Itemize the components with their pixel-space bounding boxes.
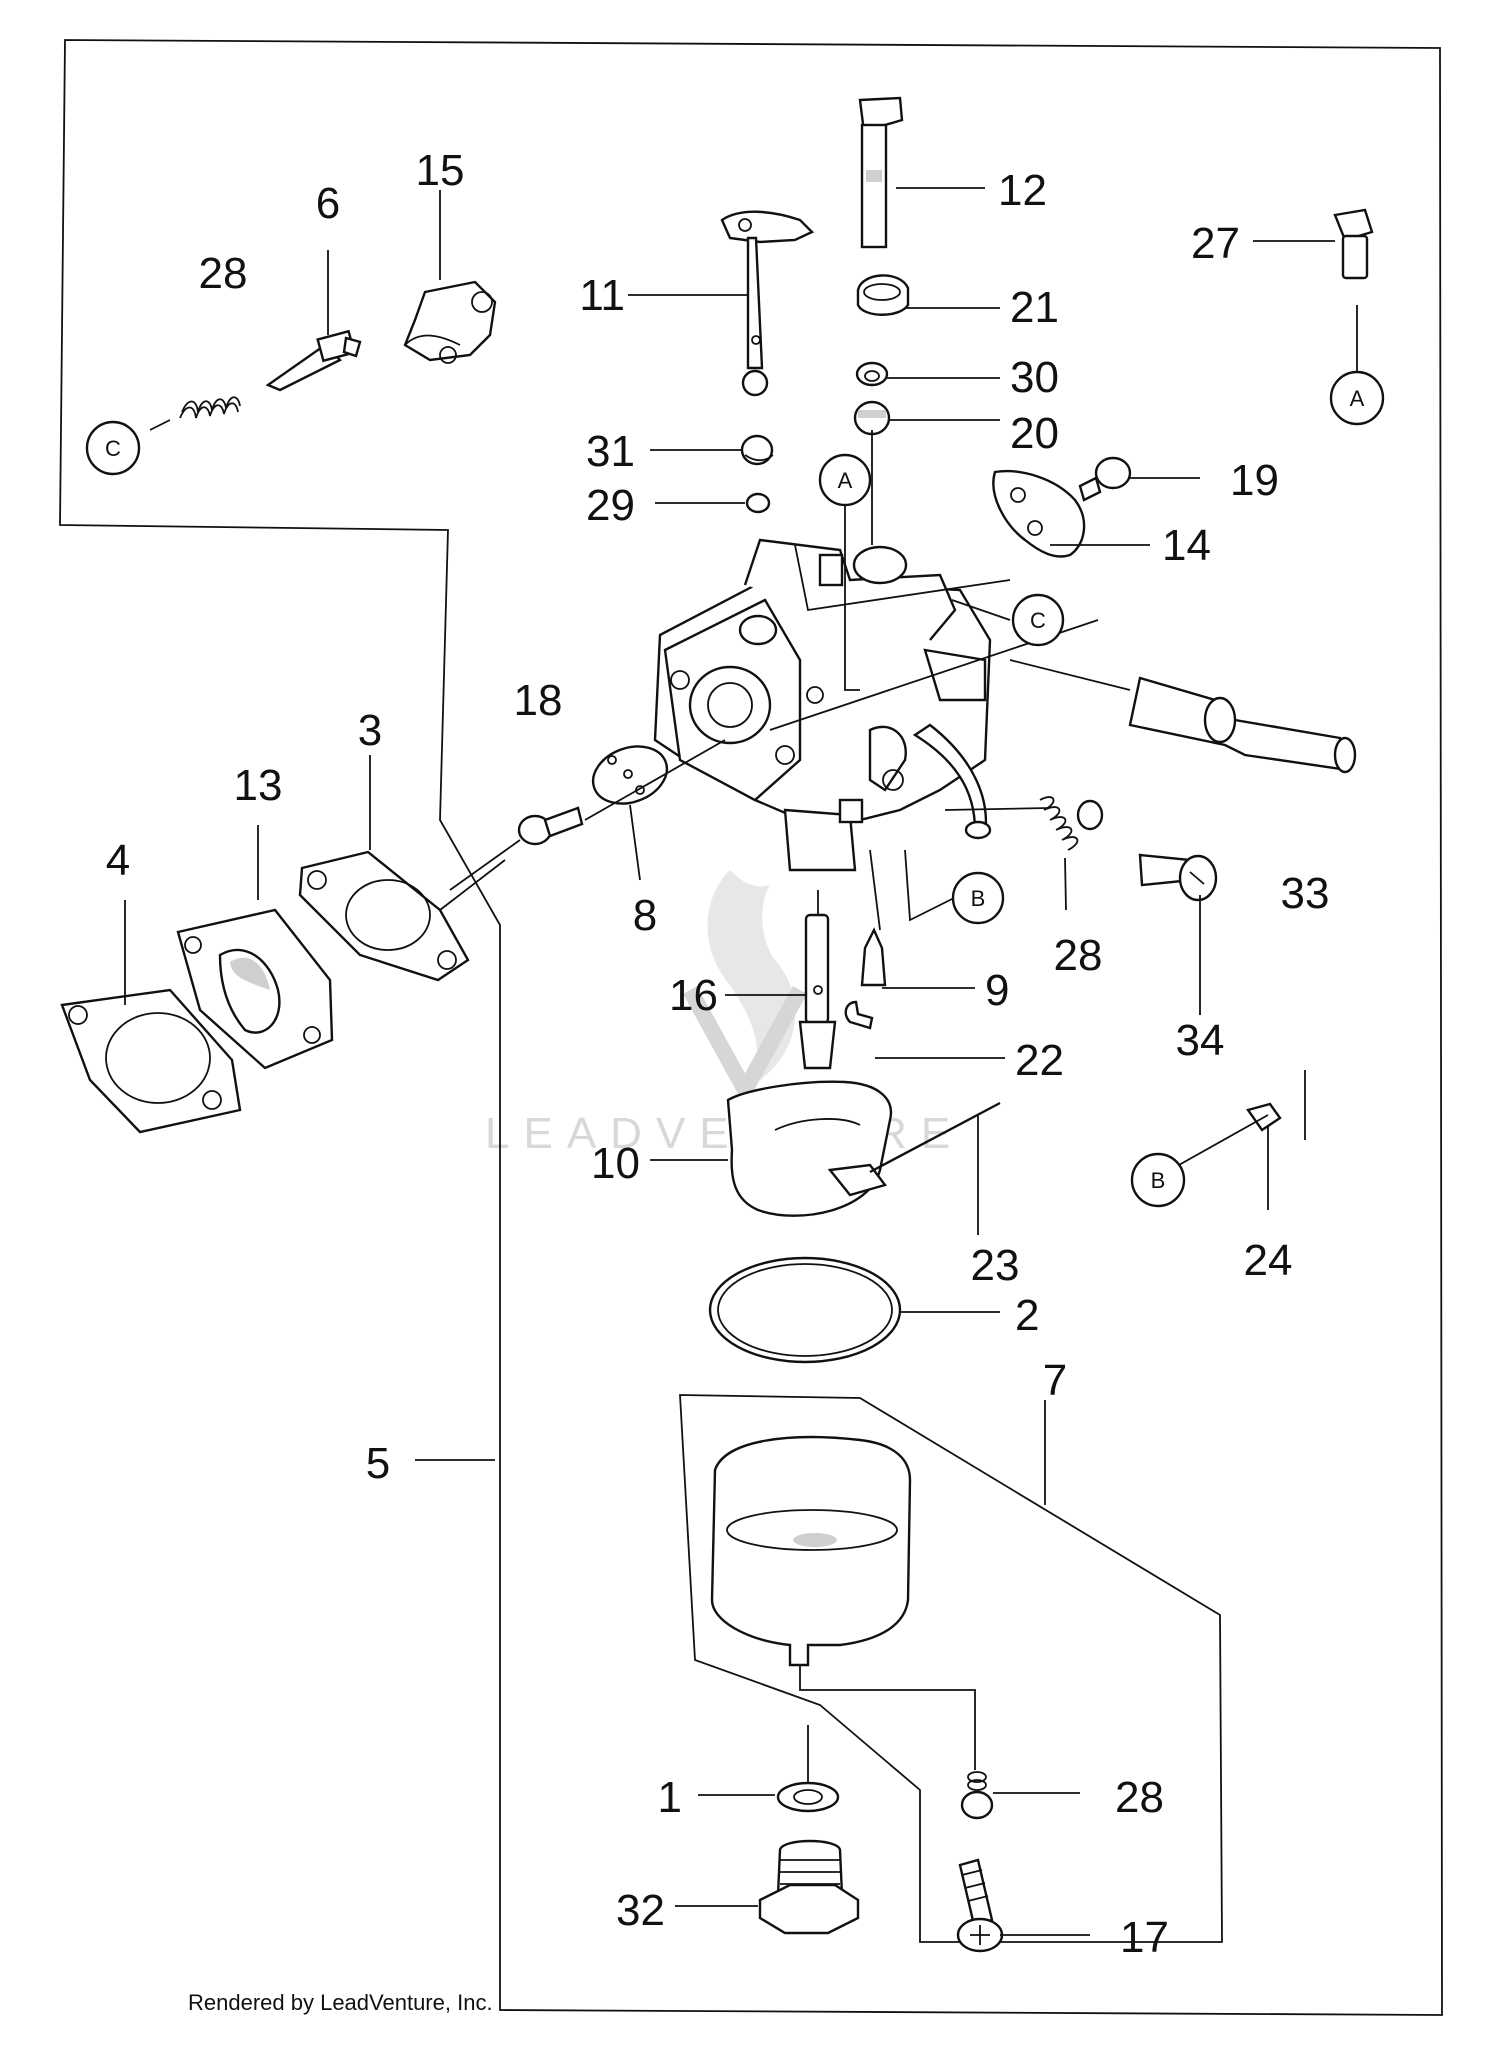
callout-20: 20 [1010,409,1059,458]
float-bowl-7 [710,1435,912,1667]
gasket-8 [591,745,669,805]
throttle-shaft-11 [720,210,815,397]
callout-30: 30 [1010,353,1059,402]
callout-28-bowl: 28 [1115,1773,1164,1822]
float-10 [726,1080,893,1217]
callout-10: 10 [591,1139,640,1188]
reference-c-body: C [1011,593,1065,647]
kit-boundary-line [59,39,1443,2016]
screw-19 [1078,456,1132,502]
callout-21: 21 [1010,283,1059,332]
leadventure-watermark: LEADVENTURE [485,870,964,1158]
reference-label: B [1151,1168,1166,1193]
callout-34: 34 [1176,1016,1225,1065]
reference-a-body: A [818,453,872,507]
callout-17: 17 [1120,1913,1169,1962]
reference-c-left: C [85,420,141,476]
callout-16: 16 [669,971,718,1020]
washer-1 [776,1781,840,1813]
callout-5: 5 [366,1439,390,1488]
callout-32: 32 [616,1886,665,1935]
screw-18 [517,806,584,846]
screw-17 [956,1858,1004,1953]
callout-33: 33 [1281,869,1330,918]
callout-14: 14 [1162,521,1211,570]
watermark-text: LEADVENTURE [485,1109,964,1158]
drain-bolt-32 [758,1839,860,1935]
reference-label: C [105,436,121,461]
choke-shaft-12 [858,96,904,249]
callout-8: 8 [633,891,657,940]
callout-24: 24 [1244,1236,1293,1285]
needle-valve-6 [265,329,362,392]
callout-18: 18 [514,676,563,725]
callout-29: 29 [586,481,635,530]
callout-11: 11 [579,271,625,320]
gasket-2 [708,1256,902,1364]
ring-29 [745,492,771,514]
seal-21 [856,274,910,316]
carburetor-body [653,538,992,872]
spring-28-bowl [960,1771,994,1820]
callout-4: 4 [106,836,130,885]
choke-plate-14 [992,470,1086,558]
seal-20 [853,400,891,436]
lever-15 [403,280,497,364]
callout-12: 12 [998,166,1047,215]
washer-31 [740,434,774,466]
main-nozzle-16 [798,913,837,1070]
insulator-13 [176,908,334,1070]
callout-27: 27 [1191,219,1240,268]
pilot-jet-27 [1333,208,1374,280]
breather-tube-33 [1128,676,1357,774]
gasket-4 [60,988,242,1134]
leader-lines [124,187,1358,1936]
callout-7: 7 [1043,1356,1067,1405]
reference-label: C [1030,608,1046,633]
callout-9: 9 [985,966,1009,1015]
callout-3: 3 [358,706,382,755]
rendered-by-credit: Rendered by LeadVenture, Inc. [188,1990,493,2015]
needle-9 [860,927,887,987]
callout-31: 31 [586,427,635,476]
float-pin-23 [869,1101,1001,1174]
spring-28-upper [179,396,241,419]
reference-b-body: B [951,871,1005,925]
reference-label: A [1350,386,1365,411]
callout-28-upper: 28 [199,249,248,298]
reference-b-right: B [1130,1152,1186,1208]
gasket-3 [298,850,470,982]
callout-13: 13 [234,761,283,810]
reference-a-right: A [1329,370,1385,426]
callout-15: 15 [416,146,465,195]
callout-19: 19 [1230,456,1279,505]
reference-label: B [971,886,986,911]
clip-22 [844,1000,874,1030]
callout-1: 1 [658,1773,682,1822]
bowl-assembly-boundary [679,1394,1223,1943]
callout-2: 2 [1015,1291,1039,1340]
reference-label: A [838,468,853,493]
callout-6: 6 [316,179,340,228]
washer-30 [855,361,889,387]
callout-numbers: 28 6 15 11 12 27 21 30 20 31 29 19 14 3 … [106,146,1330,1962]
callout-23: 23 [971,1241,1020,1290]
screw-34 [1138,853,1218,902]
callout-22: 22 [1015,1036,1064,1085]
callout-28-right: 28 [1054,931,1103,980]
spring-28-right [1039,796,1104,851]
